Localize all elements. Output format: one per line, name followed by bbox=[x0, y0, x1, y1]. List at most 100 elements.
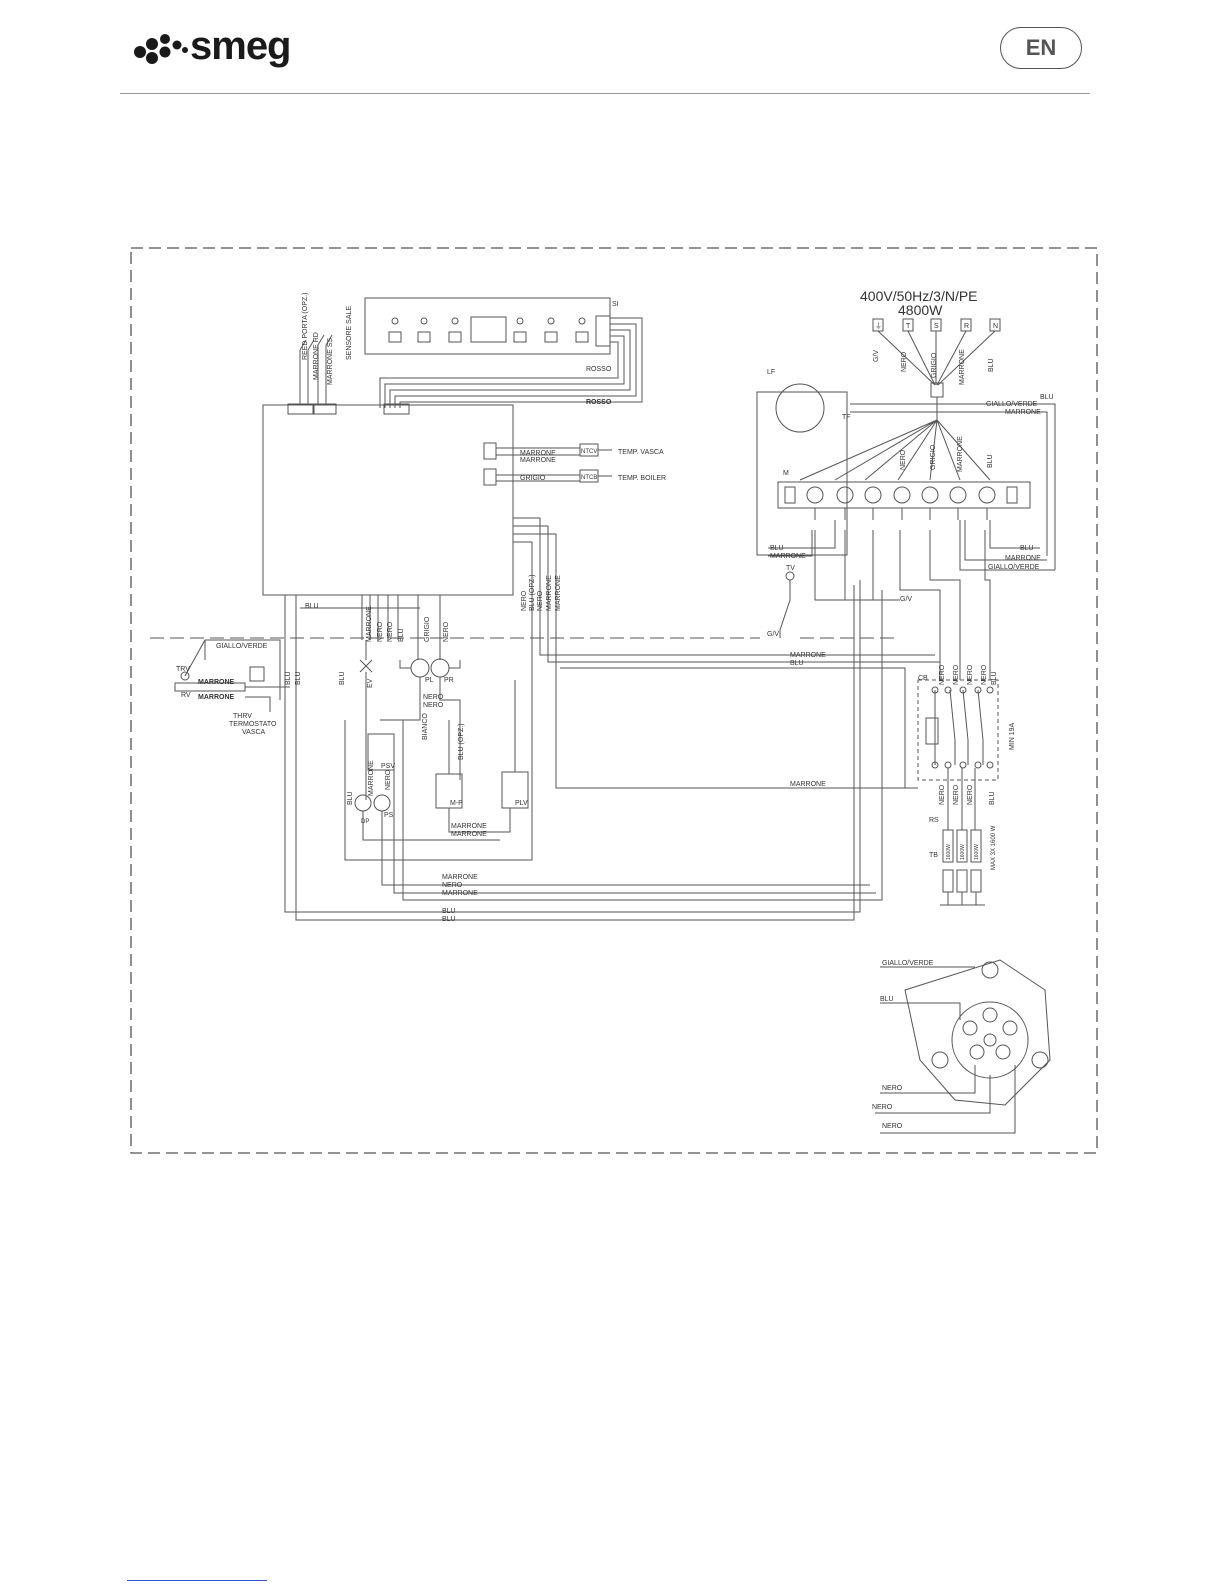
label-marrone: MARRONE bbox=[198, 679, 234, 686]
ntc-connector bbox=[483, 442, 497, 460]
label-grigio: GRIGIO bbox=[520, 475, 546, 482]
panel-buttons bbox=[388, 317, 589, 343]
label-blu: BLU bbox=[339, 671, 346, 685]
mains-filter-lf bbox=[775, 383, 825, 433]
label-marrone: MARRONE bbox=[198, 694, 234, 701]
label-nero: NERO bbox=[900, 449, 907, 470]
label-marrone: MARRONE bbox=[368, 760, 375, 796]
label-temp-boiler: TEMP. BOILER bbox=[618, 475, 666, 482]
label-nero: NERO bbox=[423, 694, 444, 701]
label-ps: PS bbox=[384, 812, 394, 819]
label-rs: RS bbox=[929, 817, 939, 824]
label-nero: NERO bbox=[967, 664, 974, 685]
terminal-label-n: N bbox=[993, 323, 998, 330]
panel-connector bbox=[595, 315, 611, 347]
ground-icon bbox=[180, 671, 190, 681]
label-nero: NERO bbox=[981, 664, 988, 685]
wire-label-gv: G/V bbox=[873, 350, 880, 362]
label-nero: NERO bbox=[443, 621, 450, 642]
display-panel bbox=[364, 297, 611, 355]
label-blu-opz: BLU (OPZ.) bbox=[458, 723, 465, 760]
label-nero: NERO bbox=[872, 1104, 893, 1111]
label-nero: NERO bbox=[537, 590, 544, 611]
label-termostato: TERMOSTATO bbox=[229, 721, 277, 728]
board-connector bbox=[313, 403, 337, 415]
label-tb: TB bbox=[929, 852, 938, 859]
control-board bbox=[262, 404, 514, 596]
label-sensore: SENSORE SALE bbox=[346, 306, 353, 360]
logo-dots-icon bbox=[134, 34, 188, 64]
label-reed: REED PORTA (OPZ.) bbox=[302, 293, 309, 360]
label-blu: BLU bbox=[295, 671, 302, 685]
label-ntcv: NTCV bbox=[581, 449, 597, 455]
heater-resistor bbox=[970, 829, 982, 863]
label-rosso-1: ROSSO bbox=[586, 366, 612, 373]
label-marrone: MARRONE bbox=[1005, 555, 1041, 562]
label-nero: NERO bbox=[387, 621, 394, 642]
label-blu: BLU bbox=[989, 791, 996, 805]
label-blu: BLU bbox=[285, 671, 292, 685]
label-m: M bbox=[783, 470, 789, 477]
label-mp: M-P bbox=[450, 800, 463, 807]
pump-pr bbox=[430, 658, 450, 678]
label-marrone-rd: MARRONE RD bbox=[313, 332, 320, 380]
label-marrone: MARRONE bbox=[1005, 409, 1041, 416]
label-plv: PLV bbox=[515, 800, 528, 807]
label-si: SI bbox=[612, 301, 619, 308]
label-blu: BLU bbox=[347, 791, 354, 805]
label-ev: EV bbox=[367, 678, 374, 688]
ground-icon bbox=[785, 571, 795, 581]
header-divider bbox=[120, 93, 1090, 94]
label-nero: NERO bbox=[882, 1085, 903, 1092]
brand-name: smeg bbox=[190, 24, 291, 68]
label-marrone: MARRONE bbox=[366, 606, 373, 642]
label-giallo-verde: GIALLO/VERDE bbox=[216, 643, 268, 650]
label-marrone: MARRONE bbox=[770, 553, 806, 560]
label-nero: NERO bbox=[442, 882, 463, 889]
heater-resistor bbox=[956, 869, 968, 893]
wire-label-grigio: GRIGIO bbox=[931, 352, 938, 378]
label-nero: NERO bbox=[967, 784, 974, 805]
label-gv: G/V bbox=[767, 631, 779, 638]
label-blu: BLU bbox=[770, 545, 784, 552]
label-nero: NERO bbox=[377, 621, 384, 642]
pump-ps bbox=[373, 794, 391, 812]
label-giallo-verde: GIALLO/VERDE bbox=[882, 960, 934, 967]
label-marrone: MARRONE bbox=[790, 652, 826, 659]
label-marrone: MARRONE bbox=[790, 781, 826, 788]
label-psv: PSV bbox=[381, 763, 395, 770]
wire-label-marrone: MARRONE bbox=[959, 349, 966, 385]
label-blu: BLU bbox=[442, 908, 456, 915]
label-thrv: THRV bbox=[233, 713, 252, 720]
label-nero: NERO bbox=[939, 784, 946, 805]
label-nero: NERO bbox=[882, 1123, 903, 1130]
label-blu: BLU bbox=[398, 628, 405, 642]
label-temp-vasca: TEMP. VASCA bbox=[618, 449, 664, 456]
label-blu: BLU bbox=[305, 603, 319, 610]
ntc-connector bbox=[483, 468, 497, 486]
label-marrone: MARRONE bbox=[442, 890, 478, 897]
label-marrone: MARRONE bbox=[451, 823, 487, 830]
wire-label-nero: NERO bbox=[901, 351, 908, 372]
heater-resistor bbox=[942, 829, 954, 863]
label-marrone: MARRONE bbox=[451, 831, 487, 838]
board-connector bbox=[383, 403, 410, 415]
terminal-label-r: R bbox=[964, 323, 969, 330]
label-blu: BLU bbox=[880, 996, 894, 1003]
thermostat-thrv bbox=[249, 666, 265, 682]
terminal-label-t: T bbox=[906, 323, 911, 330]
terminal-block bbox=[777, 481, 1031, 509]
filter-box bbox=[756, 391, 848, 556]
label-nero: NERO bbox=[385, 769, 392, 790]
label-tv: TV bbox=[786, 565, 795, 572]
label-gv: G/V bbox=[900, 596, 912, 603]
label-nero: NERO bbox=[953, 664, 960, 685]
label-blu: BLU bbox=[1020, 545, 1034, 552]
label-marrone: MARRONE bbox=[555, 575, 562, 611]
page-header: smeg EN bbox=[0, 0, 1225, 100]
language-badge: EN bbox=[1000, 27, 1082, 69]
terminal-label-s: S bbox=[934, 323, 939, 330]
label-marrone: MARRONE bbox=[520, 450, 556, 457]
label-max: MAX 3X 1600 W bbox=[991, 825, 997, 870]
